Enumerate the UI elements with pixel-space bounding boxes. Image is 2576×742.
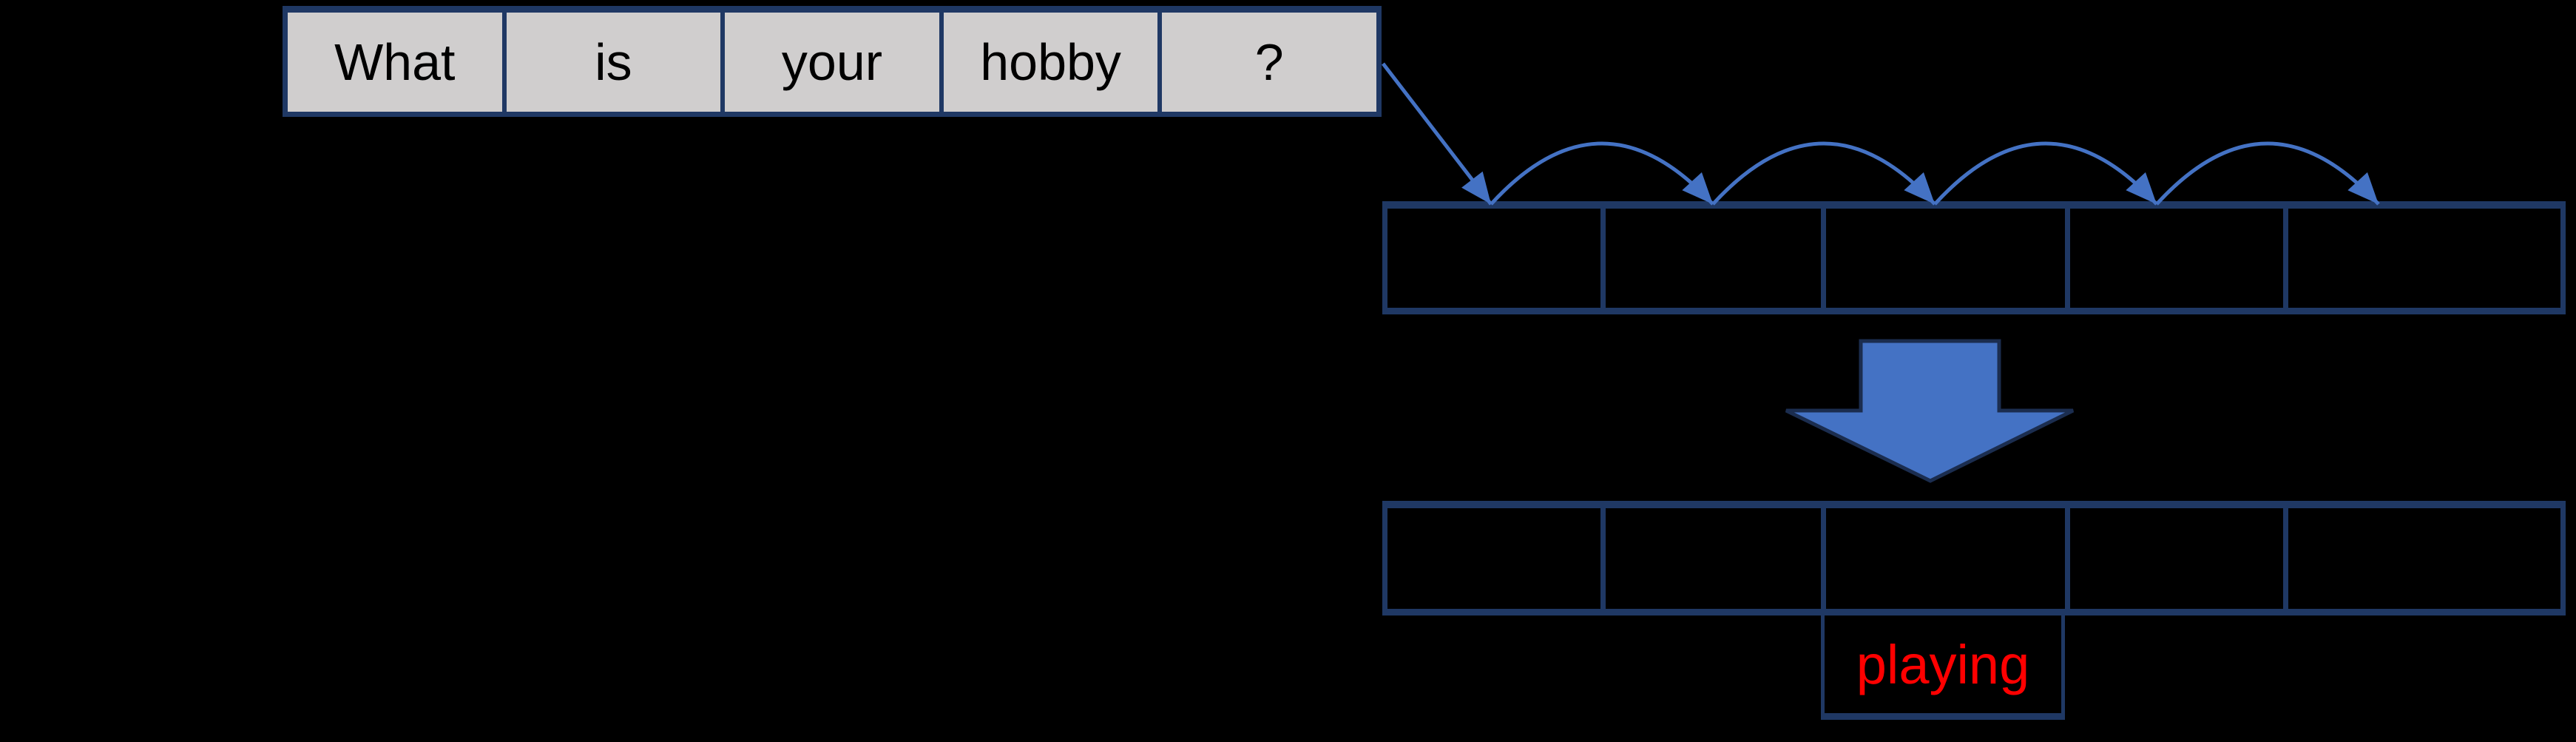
sequence-cell bbox=[1821, 209, 2065, 308]
sequence-cell bbox=[1600, 209, 1821, 308]
question-word-cell: ? bbox=[1157, 13, 1376, 112]
sequence-cell bbox=[1600, 508, 1821, 609]
arc-hop-arrow-icon bbox=[2155, 141, 2380, 206]
sequence-table-bottom bbox=[1382, 501, 2566, 615]
sequence-cell bbox=[2283, 508, 2560, 609]
sequence-cell bbox=[2283, 209, 2560, 308]
block-down-arrow-icon bbox=[1785, 339, 2075, 483]
answer-label: playing bbox=[1856, 633, 2030, 695]
answer-cell: playing bbox=[1821, 615, 2065, 720]
question-word: ? bbox=[1254, 33, 1284, 91]
question-word-cell: your bbox=[720, 13, 939, 112]
question-word-cell: is bbox=[501, 13, 721, 112]
question-word: What bbox=[334, 33, 456, 91]
arc-hop-arrow-icon bbox=[1711, 141, 1936, 206]
sequence-table-top bbox=[1382, 201, 2566, 314]
question-word: your bbox=[781, 33, 883, 91]
question-word-cell: hobby bbox=[939, 13, 1158, 112]
arc-hop-arrow-icon bbox=[1933, 141, 2158, 206]
sequence-cell bbox=[1387, 508, 1600, 609]
sequence-cell bbox=[1387, 209, 1600, 308]
arc-hop-arrow-icon bbox=[1490, 141, 1714, 206]
question-word: is bbox=[595, 33, 632, 91]
question-word-cell: What bbox=[288, 13, 502, 112]
sequence-cell bbox=[2065, 508, 2283, 609]
question-word: hobby bbox=[980, 33, 1121, 91]
question-word-table: What is your hobby ? bbox=[283, 6, 1382, 117]
diagonal-pointer-arrow-icon bbox=[1382, 62, 1492, 206]
sequence-cell bbox=[1821, 508, 2065, 609]
sequence-cell bbox=[2065, 209, 2283, 308]
